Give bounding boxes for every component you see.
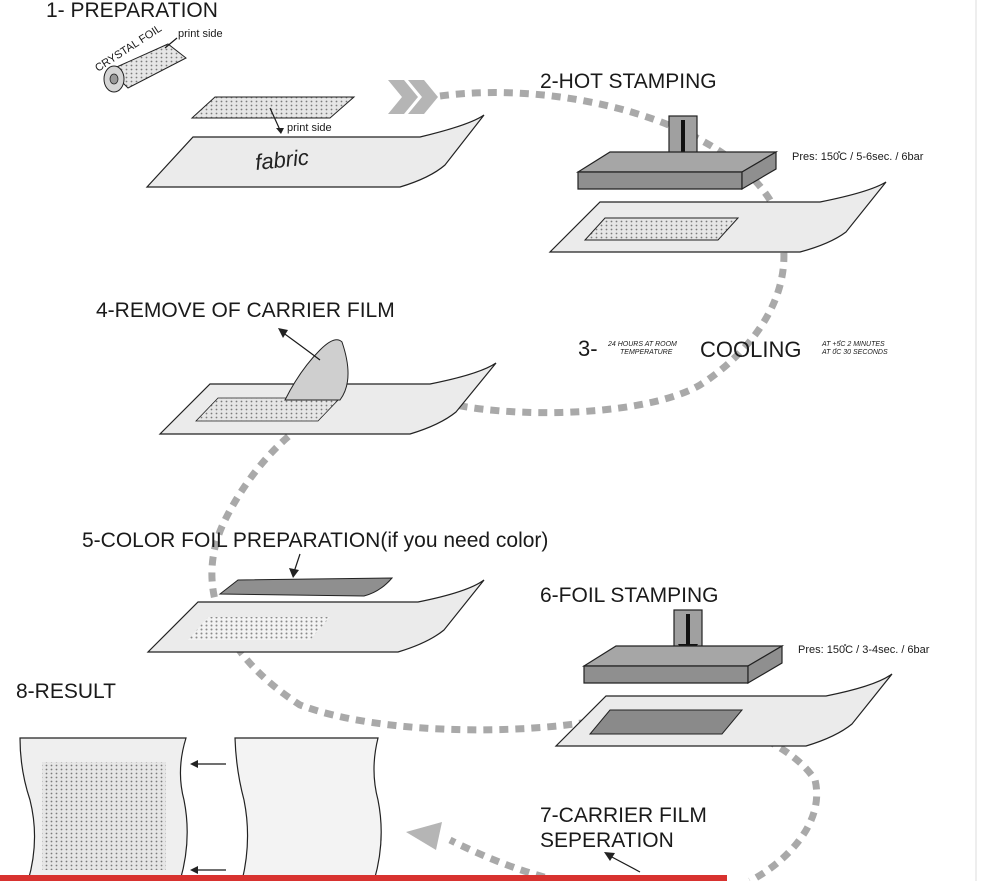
chevron-right-icon — [388, 80, 438, 114]
fabric-sheet-2 — [548, 181, 887, 253]
heat-press-1 — [575, 115, 779, 191]
step-4-title: 4-REMOVE OF CARRIER FILM — [96, 299, 395, 322]
fabric-sheet — [145, 114, 485, 188]
fabric-label: fabric — [254, 144, 310, 174]
cooling-note-left-2: TEMPERATURE — [620, 349, 673, 356]
peel-arrow-icon-7 — [609, 855, 641, 873]
step-7-title-line-1: 7-CARRIER FILM — [540, 804, 707, 827]
color-foil-print-6 — [588, 709, 744, 735]
step-3-title: COOLING — [700, 337, 801, 362]
result-print-area — [42, 762, 166, 870]
arrowhead — [289, 568, 299, 578]
step-7-title-line-2: SEPERATION — [540, 829, 674, 852]
arrowhead — [190, 760, 198, 768]
arrowhead — [278, 328, 288, 338]
leader-line — [164, 37, 178, 49]
heat-press-2 — [581, 609, 785, 685]
arrow-left-icon — [406, 822, 442, 850]
arrowhead — [604, 852, 615, 861]
arrowhead — [190, 866, 198, 874]
step-5-title: 5-COLOR FOIL PREPARATION(if you need col… — [82, 529, 548, 552]
cooling-note-left-1: 24 HOURS AT ROOM — [607, 341, 677, 348]
print-side-label-sheet: print side — [287, 122, 332, 134]
step-1-title: 1- PREPARATION — [46, 0, 218, 22]
leader-line — [293, 553, 301, 573]
bottom-accent-bar — [0, 875, 727, 881]
color-foil — [218, 577, 394, 597]
step-2-title: 2-HOT STAMPING — [540, 70, 717, 93]
foil-print-4 — [195, 397, 341, 422]
foil-print-5 — [188, 617, 330, 640]
cooling-note-right-2: AT 0̊C 30 SECONDS — [821, 348, 888, 356]
arrowhead — [276, 128, 284, 134]
step-6-title: 6-FOIL STAMPING — [540, 584, 719, 607]
print-side-label-roll: print side — [178, 28, 223, 40]
press-spec-2: Pres: 150̊C / 3-4sec. / 6bar — [798, 643, 930, 656]
step-8-title: 8-RESULT — [16, 680, 116, 703]
cooling-note-right-1: AT +5̊C 2 MINUTES — [821, 340, 885, 348]
result-fabric-plain — [234, 737, 382, 881]
foil-print-2 — [583, 217, 740, 241]
step-3-number: 3- — [578, 336, 598, 361]
peel-arrow-icon — [281, 331, 321, 361]
carrier-film-peel — [284, 339, 349, 401]
crystal-foil-roll: CRYSTAL FOIL — [93, 23, 187, 93]
arrow-down-icon — [269, 107, 281, 131]
press-spec-1: Pres: 150̊C / 5-6sec. / 6bar — [792, 150, 924, 163]
foil-sheet — [190, 96, 356, 119]
